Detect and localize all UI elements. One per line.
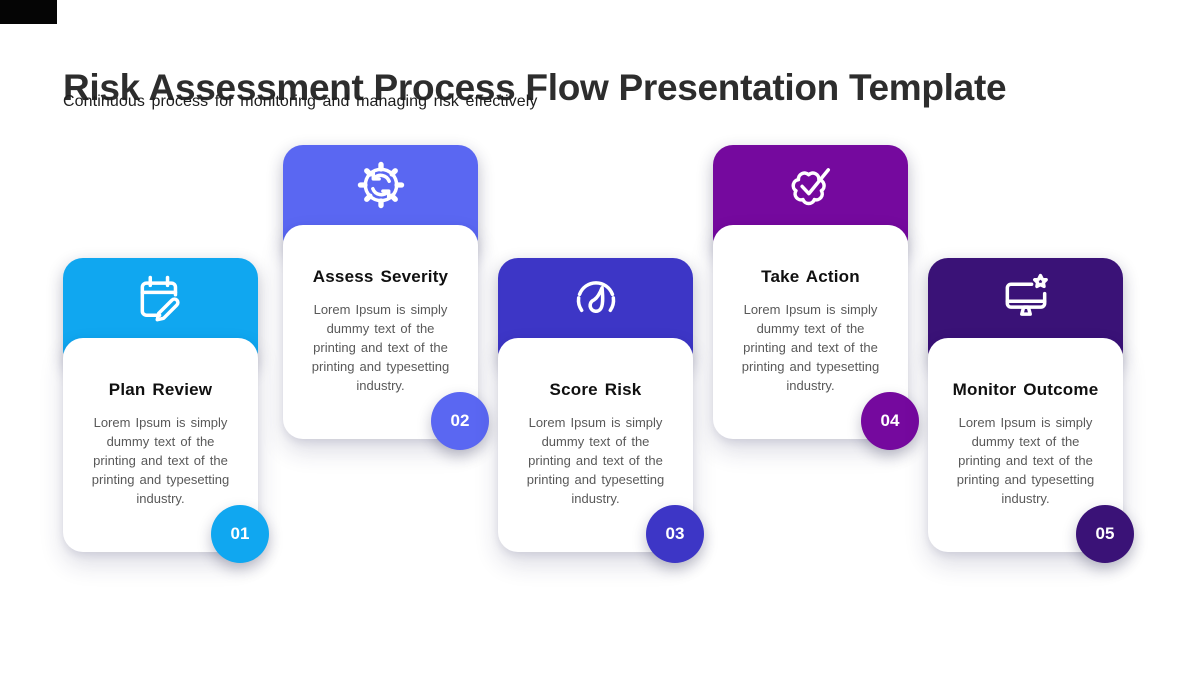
process-card-plan-review: Plan Review Lorem Ipsum is simply dummy … bbox=[63, 258, 269, 563]
step-number-badge: 02 bbox=[431, 392, 489, 450]
card-title: Assess Severity bbox=[312, 267, 449, 286]
process-card-take-action: Take Action Lorem Ipsum is simply dummy … bbox=[713, 145, 919, 450]
card-body: Plan Review Lorem Ipsum is simply dummy … bbox=[63, 338, 269, 563]
card-title: Monitor Outcome bbox=[952, 380, 1099, 399]
step-number-badge: 03 bbox=[646, 505, 704, 563]
gear-sync-icon bbox=[357, 161, 404, 209]
card-body: Monitor Outcome Lorem Ipsum is simply du… bbox=[928, 338, 1134, 563]
calendar-edit-icon bbox=[140, 275, 180, 322]
step-number-badge: 01 bbox=[211, 505, 269, 563]
card-title: Plan Review bbox=[108, 380, 213, 399]
corner-mark bbox=[0, 0, 57, 24]
monitor-star-icon bbox=[1005, 273, 1048, 316]
seal-check-icon bbox=[790, 168, 830, 206]
card-body: Take Action Lorem Ipsum is simply dummy … bbox=[713, 225, 919, 450]
process-card-monitor-outcome: Monitor Outcome Lorem Ipsum is simply du… bbox=[928, 258, 1134, 563]
slide-title: Risk Assessment Process Flow Presentatio… bbox=[63, 66, 1007, 108]
gauge-icon bbox=[576, 281, 615, 313]
card-description: Lorem Ipsum is simply dummy text of the … bbox=[91, 415, 230, 506]
slide-subtitle: Continuous process for monitoring and ma… bbox=[63, 93, 538, 110]
card-description: Lorem Ipsum is simply dummy text of the … bbox=[311, 302, 450, 393]
card-description: Lorem Ipsum is simply dummy text of the … bbox=[956, 415, 1095, 506]
process-card-score-risk: Score Risk Lorem Ipsum is simply dummy t… bbox=[498, 258, 704, 563]
card-body: Score Risk Lorem Ipsum is simply dummy t… bbox=[498, 338, 704, 563]
card-description: Lorem Ipsum is simply dummy text of the … bbox=[526, 415, 665, 506]
process-card-assess-severity: Assess Severity Lorem Ipsum is simply du… bbox=[283, 145, 489, 450]
card-title: Take Action bbox=[761, 267, 860, 286]
step-number-badge: 04 bbox=[861, 392, 919, 450]
card-title: Score Risk bbox=[549, 380, 642, 399]
step-number-badge: 05 bbox=[1076, 505, 1134, 563]
card-body: Assess Severity Lorem Ipsum is simply du… bbox=[283, 225, 489, 450]
card-description: Lorem Ipsum is simply dummy text of the … bbox=[741, 302, 880, 393]
